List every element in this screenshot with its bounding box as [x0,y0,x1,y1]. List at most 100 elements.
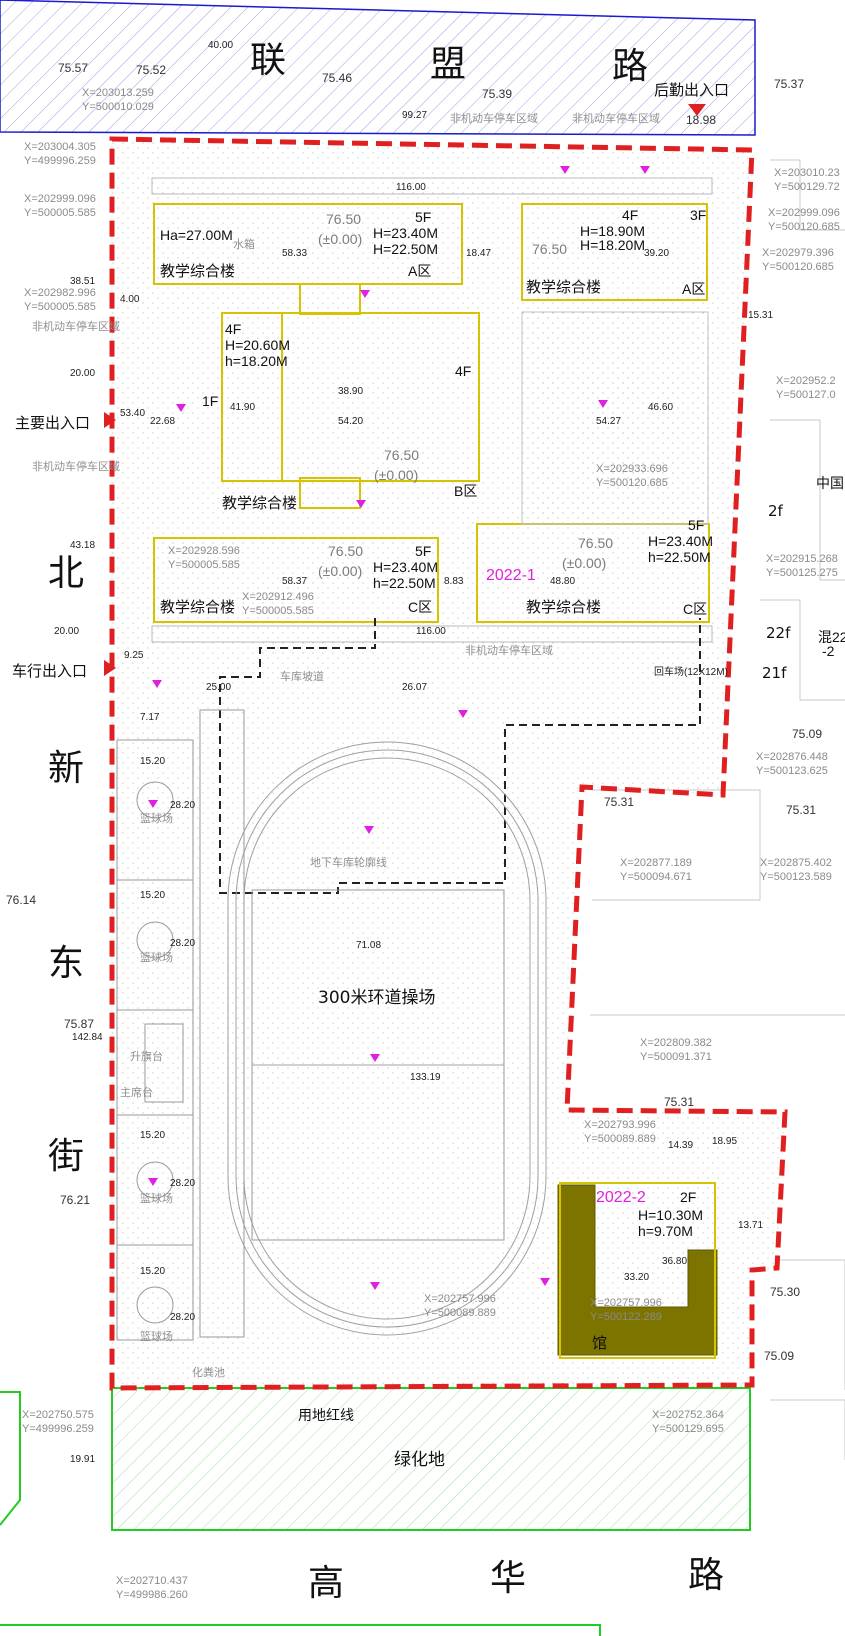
coord-9y: Y=500123.589 [760,871,832,883]
c-east-floors: 5F [688,517,704,533]
elev-3: 75.46 [322,71,352,85]
a-east-floors2: 3F [690,207,706,223]
dim-w3: 58.33 [282,248,307,259]
a-east-elev: 76.50 [532,241,567,257]
gym-part: 馆 [592,1334,607,1352]
dim-track-h: 133.19 [410,1072,441,1083]
a-west-name: 教学综合楼 [160,262,235,280]
west-road-char-2: 新 [48,748,84,789]
neighbor-2f: 2f [768,502,784,520]
a-west-zone: A区 [408,263,431,279]
dim-d16: 8.83 [444,576,464,587]
a-east-name: 教学综合楼 [526,278,601,296]
coord-3y: Y=500005.585 [24,207,96,219]
coord-11y: Y=500091.371 [640,1051,712,1063]
coord-4y: Y=500005.585 [24,301,96,313]
dim-gap-n: 99.27 [402,110,427,121]
bike-yard-label: 回车场(12X12M) [654,665,728,678]
coord-9x: X=202875.402 [760,857,832,869]
dim-d19: 7.17 [140,712,160,723]
coord-17y: Y=499986.260 [116,1589,188,1601]
north-road-char-1: 联 [250,40,286,81]
coord-7y: Y=500005.585 [242,605,314,617]
dim-d5: 26.07 [402,682,427,693]
court-strip [116,739,194,1341]
west-road-char-1: 北 [48,553,84,594]
dim-w2: 54.27 [596,416,621,427]
coord-22x: X=202915.268 [766,553,838,565]
dim-d18: 25.00 [206,682,231,693]
vehicle-entry-marker[interactable] [104,660,116,676]
building-blocks [151,177,713,643]
court-width-1: 15.20 [140,756,165,767]
elev-6: 75.31 [604,795,634,809]
dim-d9: 20.00 [70,368,95,379]
dim-d2: 22.68 [150,416,175,427]
b-zero: (±0.00) [374,467,418,483]
dim-d20: 4.00 [120,294,140,305]
elev-2: 75.52 [136,63,166,77]
coord-7x: X=202912.496 [242,591,314,603]
elev-1: 75.57 [58,61,88,75]
a-east-zone: A区 [682,281,705,297]
court-width-2: 15.20 [140,890,165,901]
a-west-H: H=23.40M [373,225,438,241]
coord-20x: X=202979.396 [762,247,834,259]
dim-track-w: 71.08 [356,940,381,951]
court-width-4: 15.20 [140,1266,165,1277]
main-entry-label[interactable]: 主要出入口 [15,414,90,432]
c-east-elev: 76.50 [578,535,613,551]
elev-8: 75.09 [792,727,822,741]
coord-2x: X=203004.305 [24,141,96,153]
south-road-char-1: 高 [308,1563,344,1604]
coord-22y: Y=500125.275 [766,567,838,579]
coord-5x: X=202933.696 [596,463,668,475]
elev-13: 76.21 [60,1193,90,1207]
dim-d14: 18.95 [712,1136,737,1147]
dim-gym-w: 33.20 [624,1272,649,1283]
coord-19y: Y=500120.685 [768,221,840,233]
court-height-1: 28.20 [170,800,195,811]
dim-d8: 15.31 [748,310,773,321]
c-east-h: h=22.50M [648,549,711,565]
a-east-floors: 4F [622,207,638,223]
court-height-4: 28.20 [170,1312,195,1323]
service-entry-label[interactable]: 后勤出入口 [654,81,729,99]
septic-label: 化粪池 [192,1365,225,1379]
coord-4x: X=202982.996 [24,287,96,299]
service-entry-marker[interactable] [688,104,706,116]
coord-1x: X=203013.259 [82,87,154,99]
dim-south-w: 116.00 [416,626,446,637]
north-road-char-2: 盟 [430,44,466,85]
court-width-3: 15.20 [140,1130,165,1141]
a-west-elev: 76.50 [326,211,361,227]
west-road-char-3: 东 [48,943,84,984]
court-label-2: 篮球场 [140,950,173,964]
gym-h: h=9.70M [638,1223,693,1239]
red-line-label: 用地红线 [298,1407,354,1423]
dim-w4: 58.37 [282,576,307,587]
coord-20y: Y=500120.685 [762,261,834,273]
coord-14y: Y=500122.289 [590,1311,662,1323]
garage-outline [219,618,701,894]
coord-12x: X=202793.996 [584,1119,656,1131]
coord-1y: Y=500010.029 [82,101,154,113]
dim-h1: 41.90 [230,402,255,413]
c-east-zero: (±0.00) [562,555,606,571]
coord-10y: Y=500123.625 [756,765,828,777]
spot-markers [148,166,650,1290]
coord-16y: Y=500129.695 [652,1423,724,1435]
main-entry-marker[interactable] [104,412,116,428]
b-west-H: H=20.60M [225,337,290,353]
c-east-H: H=23.40M [648,533,713,549]
neighbor-minus2: -2 [822,643,835,659]
c-east-zone: C区 [683,601,707,617]
dim-d10: 40.00 [208,40,233,51]
coord-13y: Y=500089.889 [424,1307,496,1319]
bike-parking-north-2: 非机动车停车区域 [572,111,660,125]
ramp-label: 车库坡道 [280,669,324,683]
coord-14x: X=202757.996 [590,1297,662,1309]
coord-18x: X=203010.23 [774,167,840,179]
vehicle-entry-label[interactable]: 车行出入口 [12,662,87,680]
